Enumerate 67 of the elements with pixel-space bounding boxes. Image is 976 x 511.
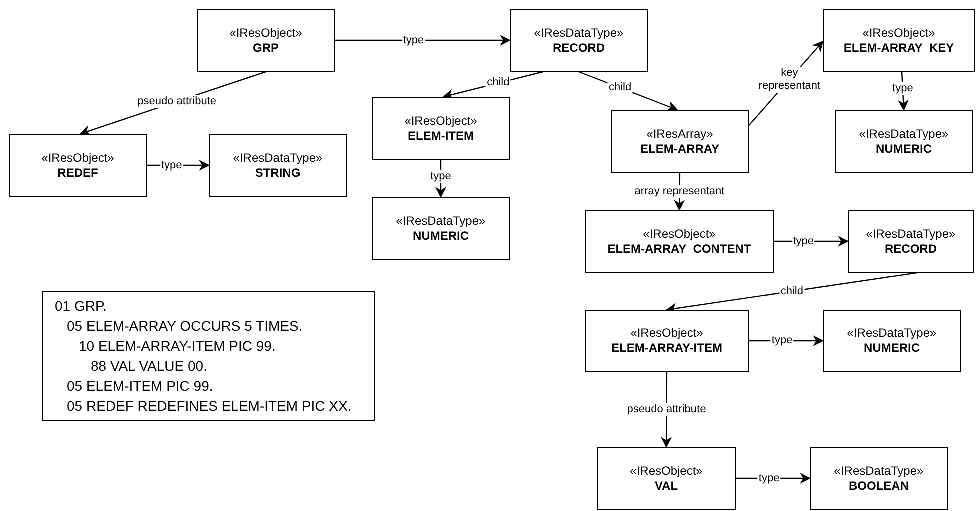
class-box bbox=[823, 310, 961, 372]
edge-label: type bbox=[402, 34, 426, 47]
edge-label: key representant bbox=[758, 66, 822, 93]
class-box bbox=[848, 210, 974, 273]
class-box bbox=[197, 9, 335, 72]
arrow bbox=[335, 35, 512, 46]
edge-label: array representant bbox=[634, 185, 726, 198]
stereotype-text: «IResDataType» bbox=[859, 126, 949, 142]
class-name: VAL bbox=[654, 478, 678, 494]
class-name: GRP bbox=[252, 40, 279, 56]
code-line: 05 REDEF REDEFINES ELEM-ITEM PIC XX. bbox=[66, 397, 353, 415]
edge-label: child bbox=[486, 76, 511, 90]
stereotype-text: «IResObject» bbox=[630, 464, 703, 478]
edge-label: type bbox=[160, 159, 184, 172]
class-name: RECORD bbox=[552, 40, 605, 56]
code-line: 05 ELEM-ARRAY OCCURS 5 TIMES. bbox=[66, 317, 304, 335]
edge-label: type bbox=[770, 334, 794, 348]
stereotype-text: «IResDataType» bbox=[233, 150, 323, 166]
edge-label: child bbox=[608, 81, 633, 94]
edge-label: type bbox=[892, 82, 914, 96]
stereotype-text: «IResDataType» bbox=[847, 326, 937, 341]
class-box bbox=[510, 9, 648, 72]
code-line: 01 GRP. bbox=[55, 297, 108, 315]
class-box bbox=[372, 97, 510, 160]
class-name: NUMERIC bbox=[876, 142, 932, 156]
stereotype-text: «IResDataType» bbox=[396, 214, 486, 228]
edge-label: pseudo attribute bbox=[626, 403, 708, 416]
class-name: NUMERIC bbox=[413, 228, 469, 244]
code-line: 88 VAL VALUE 00. bbox=[90, 357, 208, 375]
class-box bbox=[823, 9, 975, 72]
stereotype-text: «IResObject» bbox=[230, 26, 302, 40]
stereotype-text: «IResObject» bbox=[630, 326, 704, 341]
code-line: 10 ELEM-ARRAY-ITEM PIC 99. bbox=[78, 337, 277, 355]
class-box bbox=[585, 210, 774, 273]
class-name: STRING bbox=[255, 166, 301, 180]
stereotype-text: «IResObject» bbox=[643, 226, 716, 242]
class-name: ELEM-ARRAY-ITEM bbox=[612, 341, 722, 356]
class-box bbox=[585, 310, 749, 372]
class-box bbox=[810, 447, 948, 510]
class-name: ELEM-ITEM bbox=[408, 128, 474, 144]
stereotype-text: «IResObject» bbox=[862, 26, 936, 40]
edge-label: pseudo attribute bbox=[136, 95, 218, 108]
stereotype-text: «IResDataType» bbox=[834, 464, 924, 478]
code-listing-box bbox=[42, 291, 375, 421]
edge-label: child bbox=[780, 285, 804, 298]
class-box bbox=[597, 447, 736, 510]
class-name: ELEM-ARRAY bbox=[640, 142, 720, 156]
stereotype-text: «IResArray» bbox=[646, 126, 714, 142]
code-line: 05 ELEM-ITEM PIC 99. bbox=[66, 377, 214, 395]
class-name: RECORD bbox=[884, 242, 937, 256]
class-box bbox=[835, 110, 973, 173]
class-name: ELEM-ARRAY_CONTENT bbox=[608, 242, 752, 256]
edge-label: type bbox=[430, 170, 452, 184]
class-box bbox=[209, 134, 347, 197]
class-box bbox=[9, 134, 147, 197]
edge-label: type bbox=[792, 235, 815, 248]
class-name: BOOLEAN bbox=[849, 478, 909, 494]
stereotype-text: «IResObject» bbox=[42, 150, 114, 166]
class-name: NUMERIC bbox=[864, 341, 920, 356]
class-name: ELEM-ARRAY_KEY bbox=[844, 40, 954, 56]
class-name: REDEF bbox=[58, 166, 98, 180]
stereotype-text: «IResDataType» bbox=[534, 26, 624, 40]
stereotype-text: «IResDataType» bbox=[866, 226, 956, 242]
class-box bbox=[372, 197, 510, 260]
class-box bbox=[611, 110, 749, 173]
stereotype-text: «IResObject» bbox=[404, 114, 478, 128]
edge-label: type bbox=[758, 472, 781, 485]
